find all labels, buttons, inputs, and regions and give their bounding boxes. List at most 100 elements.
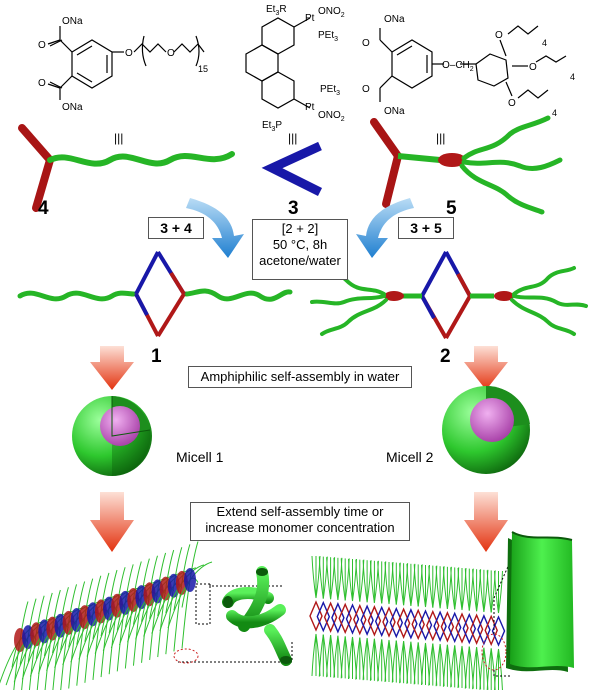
- c4-o-chain: O: [167, 48, 175, 59]
- lamella-strand: [464, 646, 470, 689]
- lamella-strand: [472, 647, 478, 690]
- c5-na-bottom: ONa: [384, 106, 405, 117]
- zoom-marker-left: [173, 648, 199, 664]
- lamella-strand: [399, 563, 405, 606]
- lamella-strand: [457, 645, 463, 689]
- lamella-strand: [442, 566, 448, 609]
- lamella-core-unit: [418, 609, 433, 641]
- c5-na-top: ONa: [384, 14, 405, 25]
- c3-ono2-bottom: ONO2: [318, 110, 345, 123]
- lamella-strand: [486, 648, 492, 690]
- lamella-core-unit: [447, 611, 462, 644]
- mix-box-left: 3 + 4: [148, 217, 204, 239]
- c5-linker: O–CH2: [442, 60, 474, 73]
- product-2-cartoon: [310, 251, 588, 339]
- lamella-strand: [406, 641, 412, 684]
- lamella-core-unit: [382, 606, 396, 638]
- lamella-strand: [457, 567, 463, 611]
- lamella-strand: [333, 635, 339, 678]
- micelle-1-label: Micell 1: [176, 449, 224, 465]
- conditions-line-3: acetone/water: [259, 253, 341, 268]
- c3-et3r: Et3R: [266, 4, 287, 17]
- lamella-strand: [450, 645, 456, 688]
- zoom-line-right-1: [493, 561, 511, 634]
- selfassembly-label: Amphiphilic self-assembly in water: [200, 369, 400, 384]
- c3-ono2-top: ONO2: [318, 6, 345, 19]
- lamella-strand: [355, 637, 361, 680]
- lamella-strand: [391, 640, 397, 683]
- c3-equiv-symbol: |||: [288, 131, 297, 145]
- compound-5-cartoon: [370, 115, 563, 215]
- compound-5-number: 5: [446, 198, 457, 219]
- lamella-strand: [464, 568, 470, 611]
- lamella-core-unit: [426, 609, 440, 642]
- lamella-core-unit: [374, 605, 389, 638]
- compound-4-cartoon: [18, 124, 235, 212]
- blue-arrow-right: [356, 198, 414, 258]
- red-arrow-left-1: [90, 346, 134, 390]
- c5-equiv-symbol: |||: [436, 131, 445, 145]
- compound-5-structure: [379, 25, 567, 102]
- lamella-strand: [377, 561, 383, 604]
- lamella-core-unit: [469, 613, 484, 645]
- lamella-core-unit: [309, 600, 323, 632]
- lamella-strand: [435, 566, 441, 609]
- lamella-strand: [318, 556, 324, 599]
- lamella-strand: [391, 562, 397, 605]
- c5-o-bottom: O: [362, 84, 370, 95]
- lamella-strand: [311, 555, 317, 599]
- lamella-core-unit: [440, 611, 455, 643]
- c4-o-top: O: [38, 40, 46, 51]
- lamella-core-unit: [462, 612, 477, 645]
- c5-repeat-b: 4: [570, 72, 575, 82]
- lamella-strand: [421, 642, 426, 686]
- c5-repeat-c: 4: [552, 108, 557, 118]
- lamella-strand: [413, 642, 419, 685]
- lamella-core-unit: [477, 614, 491, 646]
- zoom-box-left: [195, 583, 211, 625]
- lamella-core-unit: [491, 615, 506, 647]
- compound-3-cartoon: [261, 141, 323, 197]
- c3-pet3-bottom: PEt3: [320, 84, 340, 97]
- c3-et3p: Et3P: [262, 120, 282, 133]
- extend-line-1: Extend self-assembly time or: [216, 504, 384, 519]
- c5-o-b: O: [529, 62, 537, 73]
- lamella-core-unit: [367, 605, 382, 637]
- c5-o-top: O: [362, 38, 370, 49]
- micelle-2: [442, 385, 530, 474]
- lamella-strand: [450, 567, 456, 610]
- micelle-2-label: Micell 2: [386, 449, 434, 465]
- lamella-core-unit: [331, 602, 345, 634]
- compound-4-number: 4: [38, 198, 49, 219]
- product-1-cartoon: [17, 250, 293, 338]
- lamella-strand: [377, 639, 383, 682]
- conditions-box: [2 + 2] 50 °C, 8h acetone/water: [252, 219, 348, 280]
- lamella-strand: [442, 644, 448, 687]
- lamella-strand: [340, 636, 346, 679]
- lamella-core-unit: [484, 614, 498, 647]
- lamella-strand: [362, 560, 368, 603]
- lamella-core-unit: [404, 608, 418, 640]
- c3-pet3-top: PEt3: [318, 30, 338, 43]
- selfassembly-box: Amphiphilic self-assembly in water: [188, 366, 412, 388]
- lamella-strand: [340, 558, 346, 601]
- product-2-number: 2: [440, 346, 451, 367]
- lamella-strand: [406, 563, 412, 606]
- c3-pt-top: Pt: [305, 13, 315, 24]
- c4-equiv-symbol: |||: [114, 131, 123, 145]
- mix-box-right: 3 + 5: [398, 217, 454, 239]
- lamella-core-unit: [396, 607, 411, 639]
- c4-na-top: ONa: [62, 16, 83, 27]
- lamella-strand: [494, 570, 499, 614]
- zoom-line-left-1: [209, 584, 284, 587]
- helical-assembly: [0, 541, 213, 690]
- lamella-strand: [428, 565, 434, 608]
- red-arrow-right-1: [464, 346, 508, 390]
- lamella-core-unit: [323, 601, 338, 633]
- lamella-core-unit: [338, 602, 352, 635]
- lamella-strand: [333, 557, 339, 600]
- mix-right-label: 3 + 5: [410, 220, 442, 236]
- compound-4-structure: [47, 26, 205, 100]
- conditions-line-2: 50 °C, 8h: [272, 237, 328, 252]
